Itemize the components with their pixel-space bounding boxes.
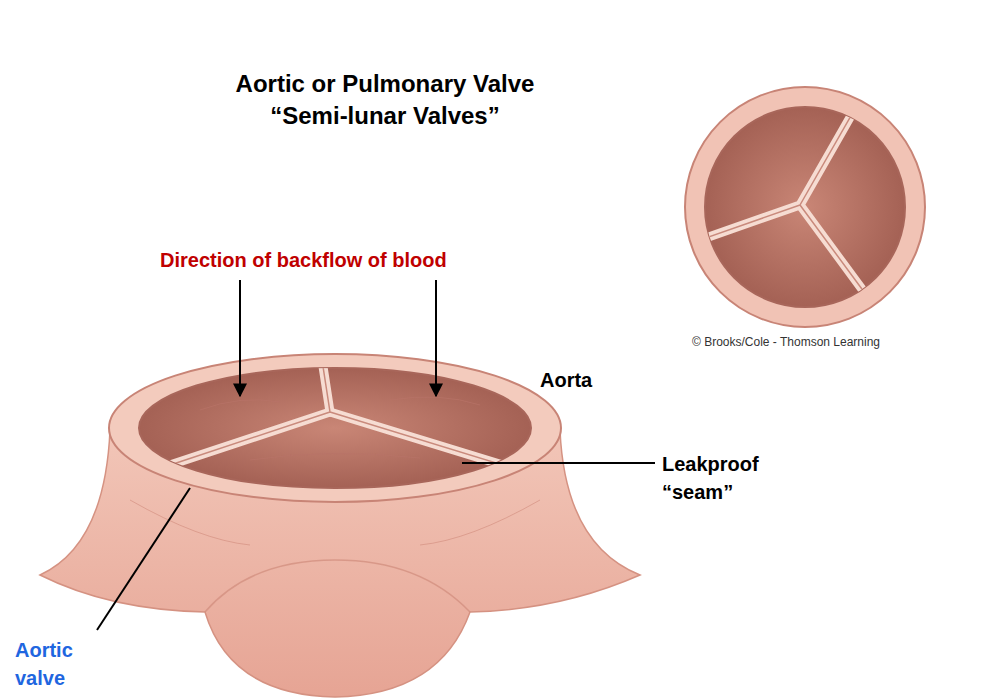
leader-lines — [97, 280, 655, 630]
large-valve — [40, 354, 640, 697]
small-valve — [685, 87, 925, 327]
copyright-note: © Brooks/Cole - Thomson Learning — [692, 334, 880, 351]
part-label: Leakproof “seam” — [662, 450, 777, 506]
flow-label: Direction of backflow of blood — [160, 246, 447, 274]
part-label: Aorta — [540, 366, 592, 394]
part-label: Aortic valve — [15, 636, 105, 692]
diagram-title: Aortic or Pulmonary Valve “Semi-lunar Va… — [200, 68, 570, 132]
